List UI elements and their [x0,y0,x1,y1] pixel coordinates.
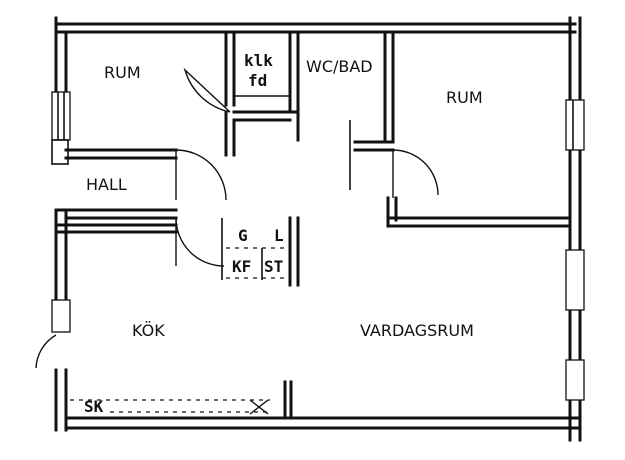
room-hall: HALL [86,175,127,194]
doors [35,67,439,369]
fixture-kf: KF [232,257,251,276]
door-rum-left [183,67,231,113]
fixture-g: G [238,226,248,245]
fixture-st: ST [264,257,283,276]
fixture-l: L [274,226,284,245]
door-entrance [35,334,57,369]
room-rum-right: RUM [446,88,483,107]
room-rum-left: RUM [104,63,141,82]
room-kok: KÖK [132,321,165,340]
door-rum-right [392,149,439,196]
fixture-sk: SK [84,397,104,416]
windows [51,91,585,401]
fixture-klk: klk [244,51,273,70]
door-hall-rum [175,149,227,201]
kitchen-counter [70,399,270,415]
fixture-fd: fd [248,71,267,90]
door-kitchen [175,217,225,267]
interior-walls [51,30,572,420]
room-wc-bad: WC/BAD [306,57,373,76]
room-vardagsrum: VARDAGSRUM [360,321,474,340]
